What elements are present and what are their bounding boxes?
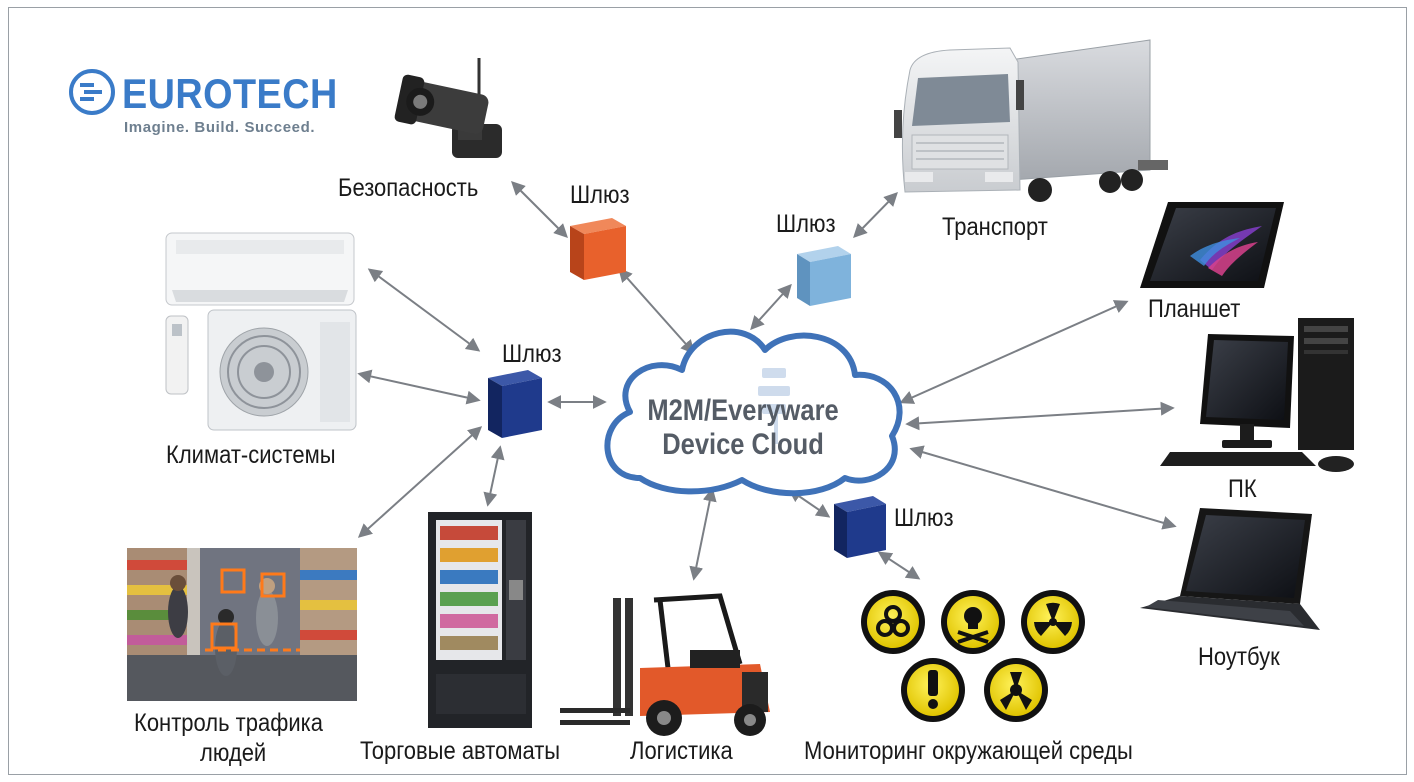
eurotech-logo-icon — [69, 69, 115, 115]
biohazard-icon — [861, 590, 925, 654]
people-traffic-label-line1: Контроль трафика — [134, 709, 323, 737]
gateway-central-box[interactable] — [488, 370, 542, 438]
vending-machine-icon — [428, 512, 532, 728]
toxic-skull-icon — [941, 590, 1005, 654]
gateway-security-box[interactable] — [570, 218, 626, 280]
gateway-environment-box[interactable] — [834, 496, 886, 558]
laptop-label: Ноутбук — [1198, 643, 1280, 671]
gateway-security-label: Шлюз — [570, 181, 630, 209]
device-cloud[interactable] — [604, 328, 903, 497]
people-traffic-label-line2: людей — [200, 739, 267, 767]
climate-label: Климат-системы — [166, 441, 336, 469]
air-conditioner-icon — [165, 232, 357, 431]
cctv-camera-icon — [394, 58, 502, 158]
radiation-icon — [1021, 590, 1085, 654]
tablet-label: Планшет — [1148, 295, 1241, 323]
logistics-label: Логистика — [630, 737, 733, 765]
tablet-icon — [1140, 202, 1284, 288]
gateway-transport-box[interactable] — [797, 246, 851, 306]
environment-label: Мониторинг окружающей среды — [804, 737, 1133, 765]
eurotech-logo: EUROTECH — [122, 70, 338, 117]
vending-label: Торговые автоматы — [360, 737, 561, 765]
laptop-icon — [1140, 508, 1320, 630]
chemical-hazard-icon — [984, 658, 1048, 722]
forklift-icon — [560, 593, 770, 736]
pc-label: ПК — [1228, 475, 1257, 503]
cloud-title-line1: M2M/Everyware — [647, 394, 839, 427]
gateway-central-label: Шлюз — [502, 340, 562, 368]
people-counting-camera-icon — [127, 548, 357, 701]
gateway-environment-label: Шлюз — [894, 504, 954, 532]
cloud-title-line2: Device Cloud — [662, 428, 824, 461]
eurotech-tagline: Imagine. Build. Succeed. — [124, 119, 316, 136]
desktop-pc-icon — [1160, 318, 1354, 472]
gateway-transport-label: Шлюз — [776, 210, 836, 238]
truck-icon — [894, 39, 1168, 202]
cloud-plug-icon — [758, 368, 790, 444]
connection-arrows — [357, 181, 1177, 581]
security-label: Безопасность — [338, 174, 479, 202]
transport-label: Транспорт — [942, 213, 1048, 241]
exclamation-warning-icon — [901, 658, 965, 722]
